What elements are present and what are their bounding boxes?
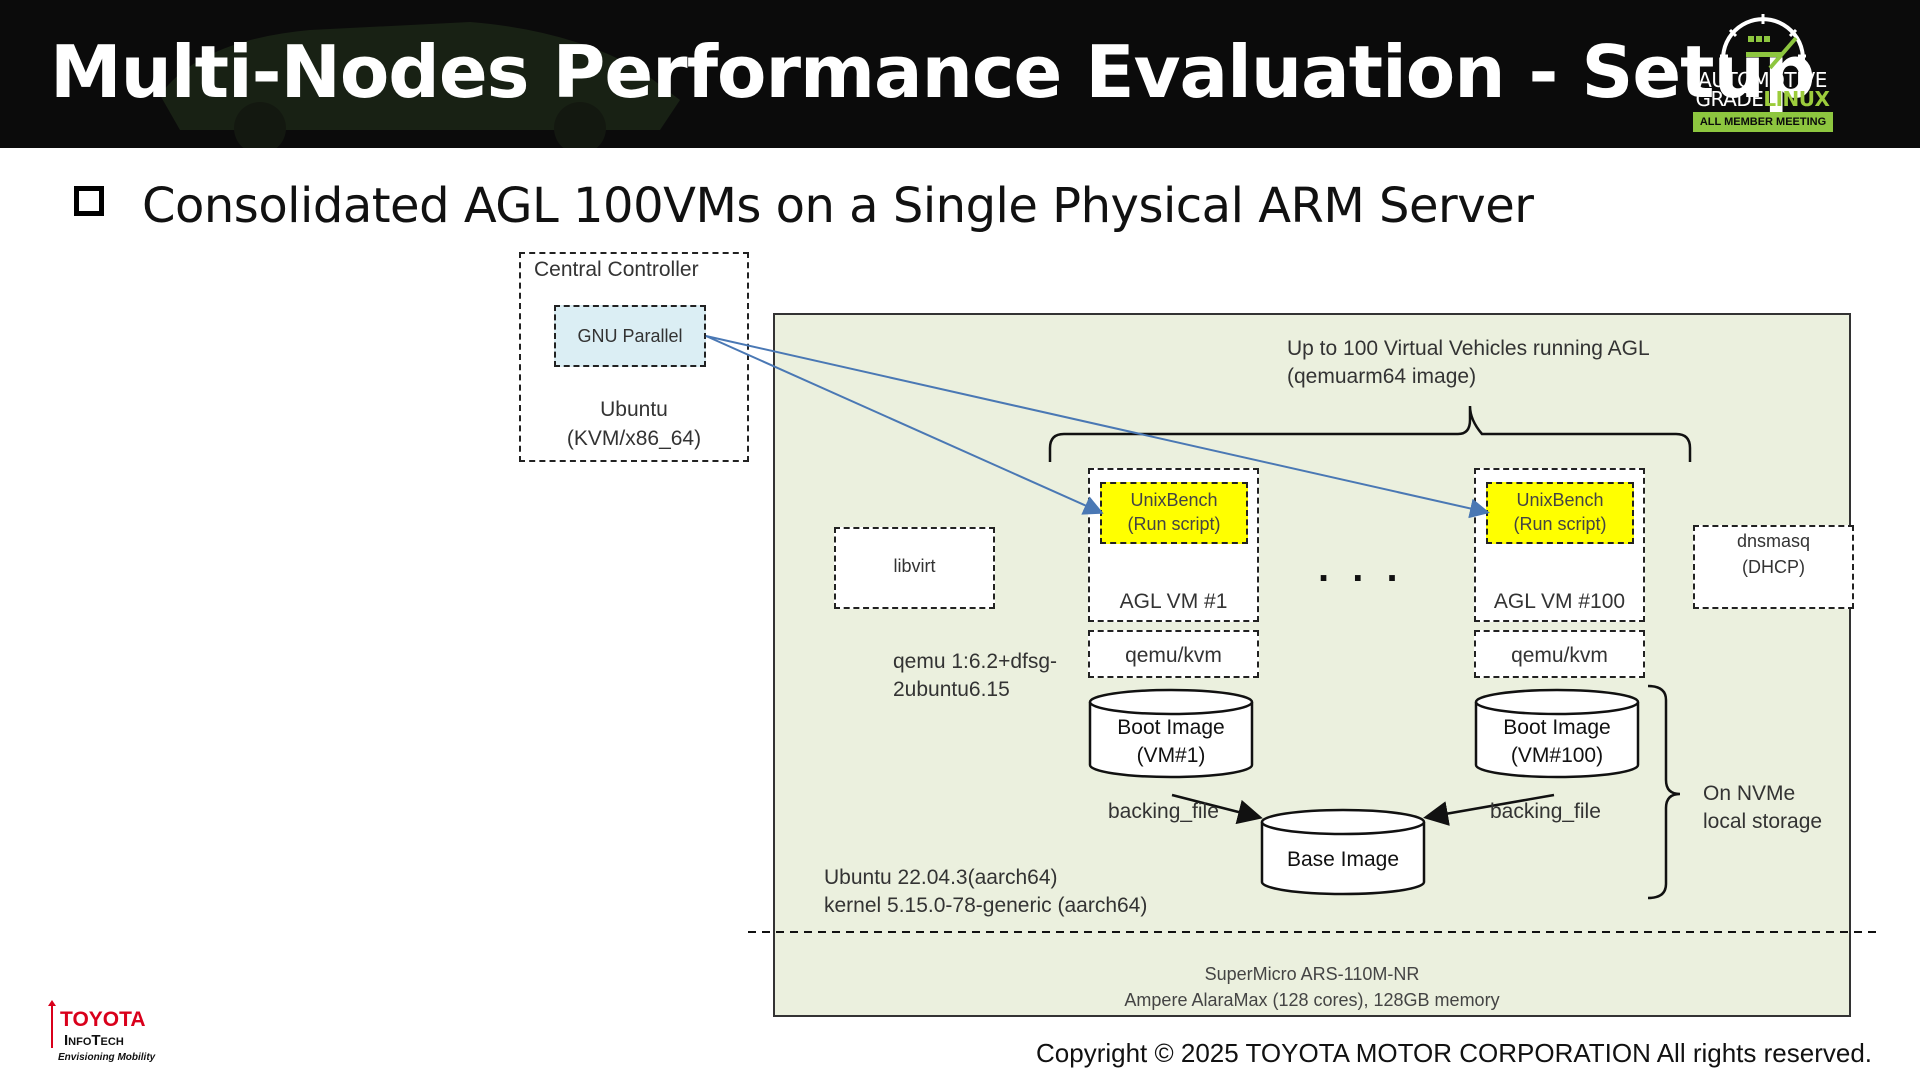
bullet-text: Consolidated AGL 100VMs on a Single Phys… — [142, 178, 1534, 234]
hardware-line-1: SuperMicro ARS-110M-NR — [1204, 964, 1420, 984]
dnsmasq-line-2: (DHCP) — [1742, 557, 1805, 577]
backing-file-label-vm1: backing_file — [1108, 800, 1219, 823]
toyota-mark-icon — [48, 1000, 56, 1048]
gnu-parallel-box: GNU Parallel — [554, 305, 706, 367]
qemu-kvm-vm1-box — [1088, 630, 1259, 678]
controller-os-line-1: Ubuntu — [600, 398, 668, 421]
qemu-kvm-vm1-label: qemu/kvm — [1125, 644, 1222, 667]
backing-file-label-vm100: backing_file — [1490, 800, 1601, 823]
boot-image-vm1-line-2: (VM#1) — [1136, 744, 1206, 767]
unixbench-vm100-line-2: (Run script) — [1513, 514, 1607, 534]
car-silhouette-icon — [160, 22, 680, 148]
toyota-tagline: Envisioning Mobility — [58, 1052, 156, 1063]
libvirt-box — [834, 527, 995, 609]
server-os-line-1: Ubuntu 22.04.3(aarch64) — [824, 866, 1058, 889]
controller-os-line-2: (KVM/x86_64) — [566, 427, 702, 450]
vm-group-brace — [1048, 405, 1692, 462]
agl-vm-100-label: AGL VM #100 — [1493, 590, 1626, 613]
libvirt-label: libvirt — [893, 556, 936, 576]
storage-label-line-1: On NVMe — [1703, 782, 1796, 805]
unixbench-vm1-line-2: (Run script) — [1127, 514, 1221, 534]
agl-logo: AUTOMOTIVE GRADELINUX ALL MEMBER MEETING — [1690, 10, 1835, 138]
logo-badge: ALL MEMBER MEETING — [1693, 112, 1833, 132]
central-controller-title: Central Controller — [534, 258, 699, 281]
storage-label-line-2: local storage — [1703, 810, 1823, 833]
bullet-square-icon — [74, 186, 104, 216]
dnsmasq-box — [1693, 525, 1854, 609]
logo-line-2: GRADELINUX — [1690, 89, 1835, 109]
dispatch-arrow-vm100 — [705, 335, 1490, 519]
backing-arrow-vm1 — [1171, 793, 1263, 825]
qemu-kvm-vm100-box — [1474, 630, 1645, 678]
unixbench-vm100-line-1: UnixBench — [1516, 490, 1604, 510]
unixbench-vm1-box: UnixBench (Run script) — [1100, 482, 1248, 544]
agl-vm-1-label: AGL VM #1 — [1119, 590, 1228, 613]
qemu-kvm-vm100-label: qemu/kvm — [1511, 644, 1608, 667]
physical-server-panel — [773, 313, 1851, 1017]
unixbench-vm100-box: UnixBench (Run script) — [1486, 482, 1634, 544]
vehicles-label-line-2: (qemuarm64 image) — [1287, 365, 1477, 388]
base-image-label: Base Image — [1286, 848, 1400, 871]
server-os-line-2: kernel 5.15.0-78-generic (aarch64) — [824, 894, 1148, 917]
vehicles-label-line-1: Up to 100 Virtual Vehicles running AGL — [1287, 337, 1650, 360]
base-image-cylinder — [1260, 808, 1426, 896]
header-bar: Multi-Nodes Performance Evaluation - Set… — [0, 0, 1920, 148]
ellipsis: . . . — [1318, 546, 1404, 590]
storage-brace — [1647, 684, 1681, 900]
qemu-version-line-2: 2ubuntu6.15 — [893, 678, 1010, 701]
page-title: Multi-Nodes Performance Evaluation - Set… — [50, 30, 1815, 114]
boot-image-vm1-line-1: Boot Image — [1117, 716, 1225, 739]
unixbench-vm1-line-1: UnixBench — [1130, 490, 1218, 510]
toyota-infotech-logo: TOYOTA InfoTech Envisioning Mobility — [46, 1000, 166, 1070]
boot-image-vm100-line-1: Boot Image — [1503, 716, 1611, 739]
dispatch-arrow-vm1 — [705, 335, 1104, 515]
boot-image-vm100-cylinder — [1474, 688, 1640, 779]
boot-image-vm1-cylinder — [1088, 688, 1254, 779]
logo-linux: LINUX — [1763, 87, 1830, 111]
speedometer-icon — [1720, 14, 1806, 70]
hardware-line-2: Ampere AlaraMax (128 cores), 128GB memor… — [1124, 990, 1500, 1010]
toyota-name: TOYOTA — [60, 1008, 146, 1031]
dnsmasq-line-1: dnsmasq — [1736, 531, 1811, 551]
qemu-version-line-1: qemu 1:6.2+dfsg- — [893, 650, 1058, 673]
logo-grade: GRADE — [1695, 87, 1764, 111]
infotech-name: InfoTech — [64, 1032, 124, 1049]
logo-line-1: AUTOMOTIVE — [1698, 68, 1827, 92]
boot-image-vm100-line-2: (VM#100) — [1510, 744, 1604, 767]
copyright-notice: Copyright © 2025 TOYOTA MOTOR CORPORATIO… — [1036, 1038, 1872, 1068]
backing-arrow-vm100 — [1423, 793, 1555, 826]
